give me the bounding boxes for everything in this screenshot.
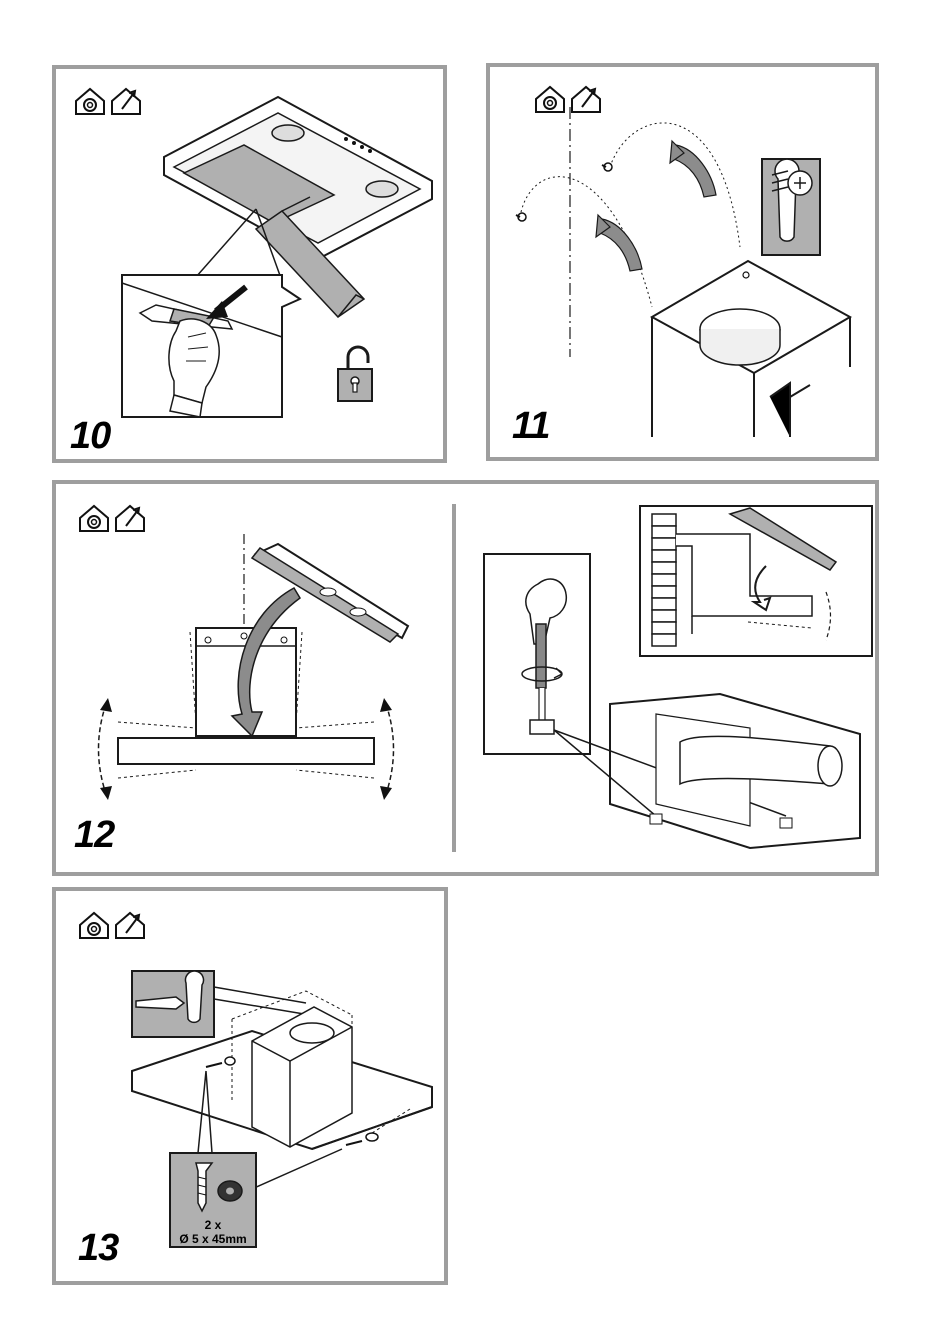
step-number: 12 bbox=[74, 814, 114, 857]
hood-leveling-front-illustration bbox=[56, 484, 452, 872]
step-number: 13 bbox=[78, 1227, 118, 1270]
screw-spec-caption: 2 x Ø 5 x 45mm bbox=[170, 1218, 256, 1246]
padlock-open-icon bbox=[336, 345, 376, 403]
hood-filter-illustration bbox=[56, 69, 443, 459]
step-11-panel: 11 bbox=[486, 63, 879, 461]
step-number: 11 bbox=[512, 405, 549, 448]
step-10-panel: 10 bbox=[52, 65, 447, 463]
panel-divider bbox=[452, 504, 456, 852]
step-12-panel: 12 bbox=[52, 480, 879, 876]
screw-right bbox=[602, 163, 612, 171]
bracket-mount-illustration bbox=[490, 67, 875, 457]
screw-quantity: 2 x bbox=[170, 1218, 256, 1232]
step-number: 10 bbox=[70, 415, 110, 458]
screw-size: Ø 5 x 45mm bbox=[170, 1232, 256, 1246]
screw-left bbox=[516, 213, 526, 221]
hood-leveling-detail-illustration bbox=[460, 484, 880, 872]
step-13-panel: 2 x Ø 5 x 45mm 13 bbox=[52, 887, 448, 1285]
